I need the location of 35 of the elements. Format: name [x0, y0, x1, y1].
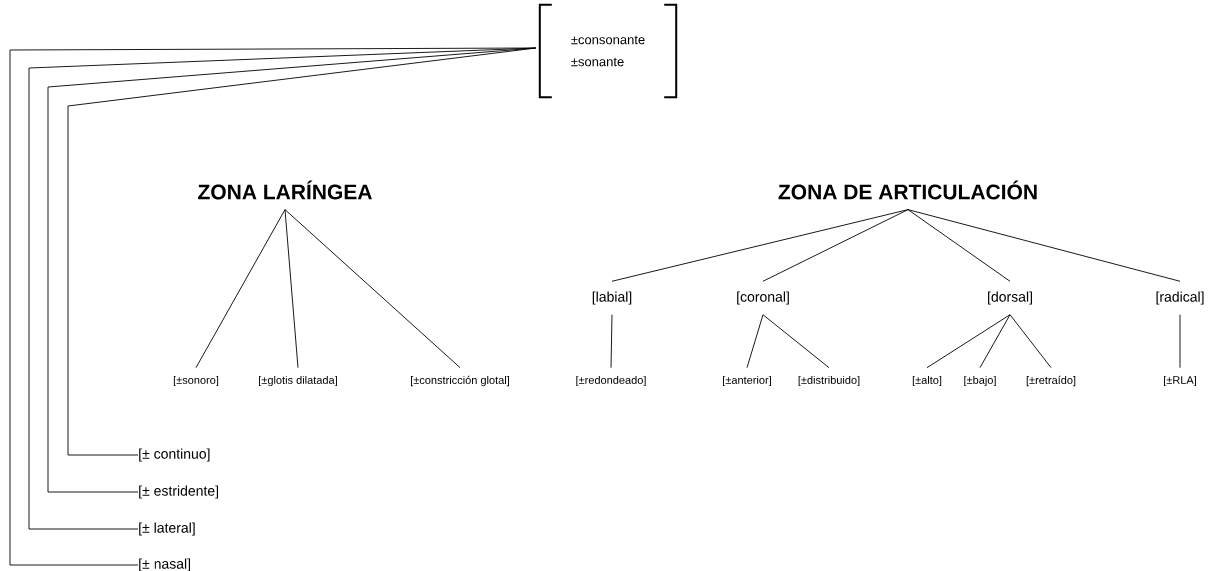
feature-label: [± lateral] — [139, 522, 195, 536]
tree-line — [979, 314, 1011, 369]
feature-label: [labial] — [592, 291, 632, 305]
feature-label: [± continuo] — [139, 448, 210, 462]
feature-label: [±retraído] — [1026, 375, 1076, 387]
tree-line — [746, 314, 764, 369]
feature-label: [± estridente] — [139, 485, 218, 499]
tree-line — [284, 209, 299, 369]
feature-matrix: ±consonante ±sonante — [538, 3, 678, 99]
tree-line — [1009, 314, 1052, 369]
tree-line — [762, 209, 909, 282]
feature-label: [±anterior] — [723, 375, 771, 387]
tree-line — [611, 209, 909, 282]
tree-line — [926, 314, 1011, 369]
tree-line — [195, 209, 286, 369]
feature-label: [±sonoro] — [173, 375, 219, 387]
feature-label: [±redondeado] — [576, 375, 646, 387]
tree-line — [907, 209, 1011, 282]
feature-label: [±alto] — [912, 375, 942, 387]
feature-label: [coronal] — [737, 291, 789, 305]
feature-label: [±glotis dilatada] — [259, 375, 337, 387]
feature-label: [± nasal] — [139, 558, 190, 571]
tree-line — [284, 209, 461, 369]
feature-label: [±constricción glotal] — [411, 375, 509, 387]
feature-label: [±bajo] — [964, 375, 996, 387]
feature-label: [radical] — [1156, 291, 1204, 305]
tree-line — [610, 314, 613, 369]
feature-label: [±RLA] — [1164, 375, 1196, 387]
zone-heading: ZONA LARÍNGEA — [198, 180, 372, 200]
tree-line — [762, 314, 830, 369]
feature-label: [±distribuido] — [798, 375, 860, 387]
tree-line — [907, 209, 1181, 282]
feature-label: [dorsal] — [988, 291, 1032, 305]
zone-heading: ZONA DE ARTICULACIÓN — [778, 180, 1037, 200]
tree-line — [1179, 314, 1181, 369]
